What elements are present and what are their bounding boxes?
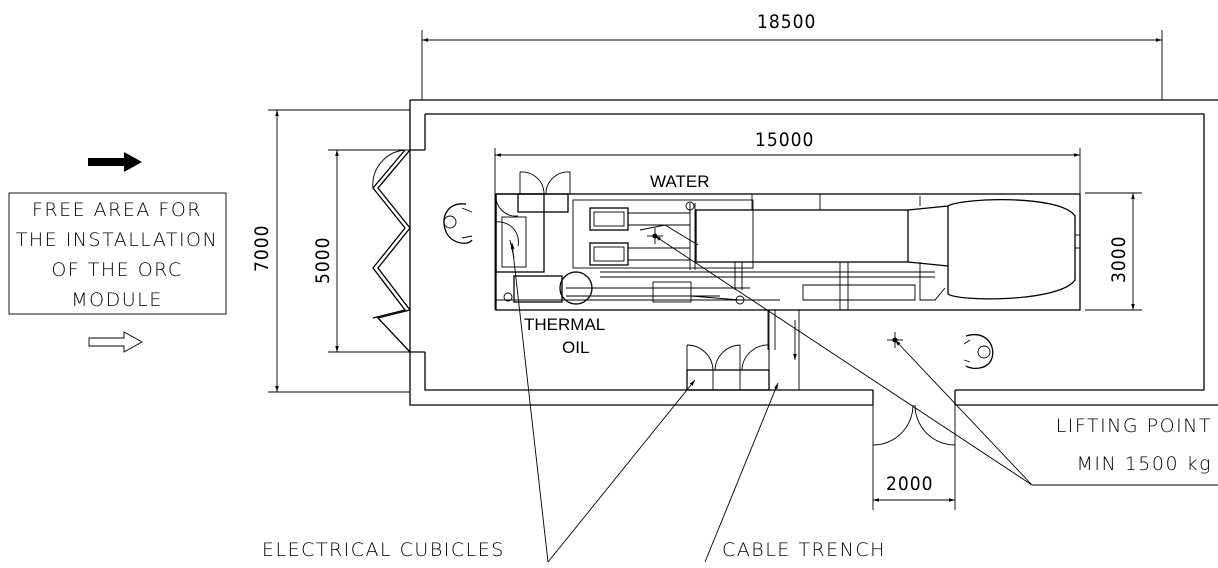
operator-symbol-left <box>443 203 473 244</box>
thermal-oil-label-2: OIL <box>562 338 589 357</box>
lifting-point-label-1: LIFTING POINT <box>1056 415 1212 437</box>
dim-18500-text: 18500 <box>757 11 816 33</box>
free-area-line-2: THE INSTALLATION <box>16 229 218 251</box>
dimension-2000 <box>872 445 956 510</box>
thermal-oil-label-1: THERMAL <box>524 315 605 334</box>
lifting-point-label-2: MIN 1500 kg <box>1076 453 1212 475</box>
dim-5000-text: 5000 <box>312 237 334 285</box>
dimension-3000 <box>1085 192 1142 311</box>
operator-symbol-right <box>963 333 994 370</box>
entry-arrow-top <box>88 152 142 172</box>
free-area-box <box>8 192 227 315</box>
cable-trench-label: CABLE TRENCH <box>722 539 886 561</box>
free-area-line-1: FREE AREA FOR <box>32 199 202 221</box>
dimension-5000 <box>328 149 410 353</box>
double-door <box>872 404 956 446</box>
dim-3000-text: 3000 <box>1108 236 1130 284</box>
water-label: WATER <box>650 172 710 191</box>
dim-2000-text: 2000 <box>886 473 934 495</box>
electrical-cubicles-label: ELECTRICAL CUBICLES <box>262 539 505 561</box>
free-area-line-4: MODULE <box>71 289 162 311</box>
dim-15000-text: 15000 <box>755 129 814 151</box>
dimension-18500 <box>421 30 1163 100</box>
entry-arrow-bottom <box>88 331 143 353</box>
dim-7000-text: 7000 <box>251 225 273 273</box>
dimension-7000 <box>268 109 410 393</box>
free-area-line-3: OF THE ORC <box>51 259 182 281</box>
folding-door <box>372 149 412 353</box>
electrical-cubicles-lower <box>686 309 800 391</box>
leader-lines <box>510 235 1218 563</box>
dimension-15000 <box>494 148 1081 310</box>
